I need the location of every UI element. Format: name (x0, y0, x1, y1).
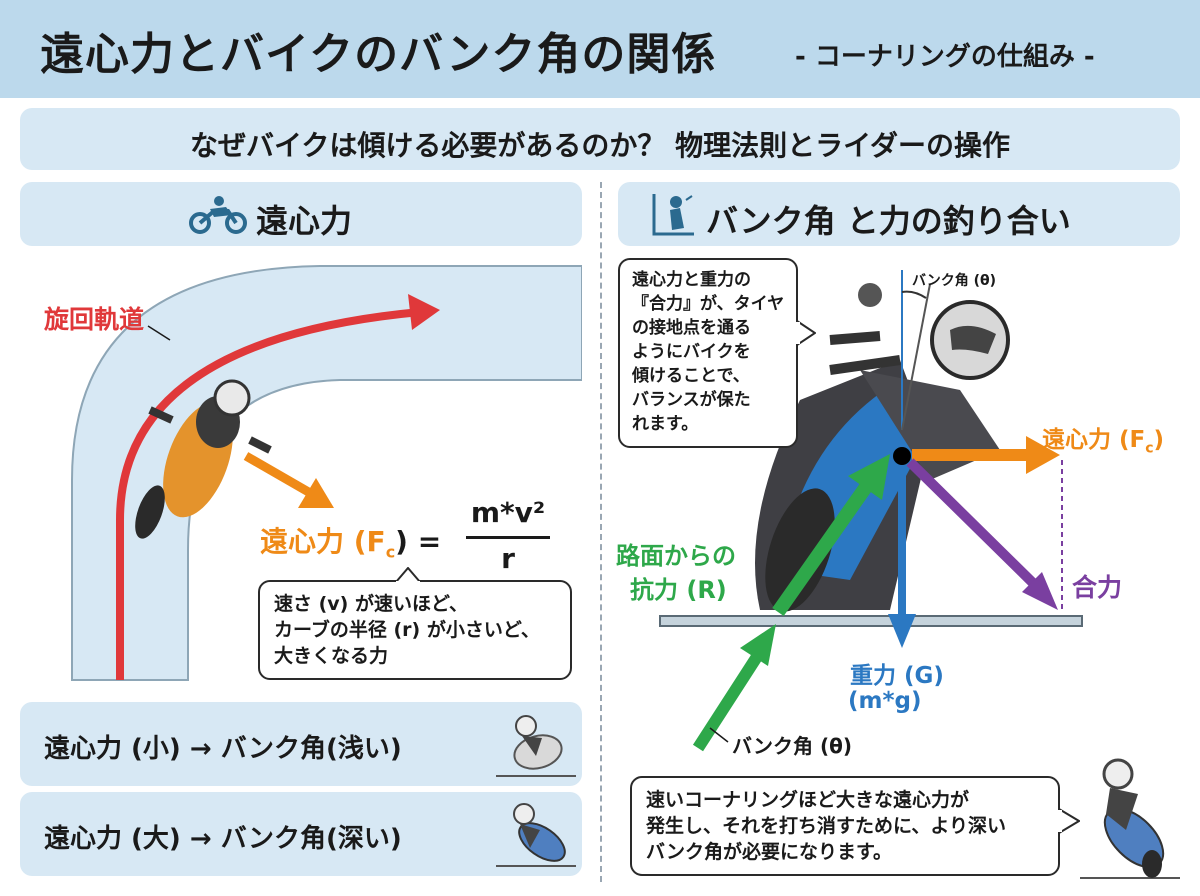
top-motorcycle-illustration (135, 379, 272, 539)
question-text: なぜバイクは傾ける必要があるのか？ 物理法則とライダーの操作 (189, 129, 1011, 162)
header-bar (0, 0, 1200, 98)
page-subtitle: - コーナリングの仕組み - (795, 42, 1095, 72)
balance-explain-line-7: れます。 (632, 414, 699, 434)
left-panel-heading (20, 182, 582, 246)
right-heading-text: バンク角 と力の釣り合い (706, 202, 1071, 240)
deep-lean-icon (496, 803, 576, 867)
balance-explain-line-2: 『合力』が、タイヤ (632, 294, 785, 314)
page-title: 遠心力とバイクのバンク角の関係 (40, 29, 717, 80)
bank-bottom-leader (709, 727, 729, 743)
gravity-arrow-head (888, 614, 916, 648)
reaction-label-line-1: 路面からの (616, 542, 736, 570)
shallow-lean-icon (496, 715, 576, 777)
panel-divider (600, 182, 602, 882)
path-label-leader (147, 325, 171, 341)
conclusion-pointer (1058, 808, 1080, 834)
path-arrow-head (408, 294, 440, 330)
gravity-label-line-1: 重力 (G) (850, 663, 944, 689)
reaction-lower-arrow-head (740, 624, 776, 666)
gravity-label-line-2: (m*g) (848, 688, 922, 714)
motorcycle-icon (189, 196, 247, 234)
reaction-lower-arrow-line (692, 648, 766, 752)
bank-angle-top-label: バンク角 (θ) (912, 273, 996, 289)
path-label: 旋回軌道 (44, 305, 145, 334)
bank-angle-tilt-line (901, 283, 931, 431)
contact-point (893, 447, 911, 465)
comparison-row-large-text: 遠心力 (大) → バンク角(深い) (44, 824, 402, 854)
centrifugal-label: 遠心力 (Fc) (1042, 427, 1165, 457)
conclusion-line-3: バンク角が必要になります。 (646, 841, 893, 863)
path-arrow-line (116, 308, 421, 680)
formula-note-box (258, 580, 572, 680)
road-surface (659, 615, 1083, 627)
reaction-arrow-line (772, 479, 874, 617)
formula-note-line-1: 速さ (v) が速いほど、 (274, 593, 469, 615)
resultant-label: 合力 (1072, 573, 1123, 602)
comparison-row-small (20, 702, 582, 786)
formula-denominator: r (501, 542, 515, 575)
resultant-arrow-head (1022, 572, 1058, 610)
right-panel-heading (618, 182, 1180, 246)
comparison-row-small-text: 遠心力 (小) → バンク角(浅い) (44, 734, 402, 764)
conclusion-line-2: 発生し、それを打ち消すために、より深い (646, 815, 1007, 837)
comparison-row-large (20, 792, 582, 876)
explain-pointer (796, 320, 816, 346)
conclusion-line-1: 速いコーナリングほど大きな遠心力が (646, 789, 970, 811)
balance-explain-box (618, 258, 798, 448)
formula-fraction-bar (466, 536, 550, 539)
curve-diagram (71, 265, 582, 681)
reaction-label-line-2: 抗力 (R) (630, 576, 727, 604)
balance-explain-line-6: バランスが保た (632, 390, 751, 410)
bank-angle-bottom-label: バンク角 (θ) (732, 734, 852, 758)
motorcycle-rider-illustration (755, 283, 1010, 612)
balance-explain-line-3: の接地点を通る (632, 318, 751, 338)
force-diagram (659, 270, 1083, 752)
centrifugal-arrow-line (243, 452, 315, 498)
bank-angle-arc (901, 290, 927, 299)
centrifugal-arrow-head (298, 478, 334, 508)
balance-explain-line-4: ようにバイクを (632, 342, 751, 362)
note-pointer (396, 567, 420, 583)
balance-explain-line-1: 遠心力と重力の (632, 270, 751, 290)
left-heading-text: 遠心力 (256, 202, 353, 240)
formula-numerator: m*v² (470, 496, 546, 529)
rider-lean-icon (652, 194, 694, 236)
question-banner (20, 108, 1180, 170)
formula-lhs: 遠心力 (Fc) = (260, 525, 442, 562)
conclusion-box (630, 776, 1060, 876)
reaction-arrow-head (848, 454, 890, 500)
resultant-arrow-line (906, 458, 1038, 588)
formula-note-line-2: カーブの半径 (r) が小さいど、 (274, 619, 540, 641)
balance-explain-line-5: 傾けることで、 (632, 366, 750, 386)
conclusion-rider-icon (1080, 758, 1180, 879)
formula-note-line-3: 大きくなる力 (274, 645, 389, 667)
centrifugal-force-arrow-head (1026, 436, 1060, 474)
